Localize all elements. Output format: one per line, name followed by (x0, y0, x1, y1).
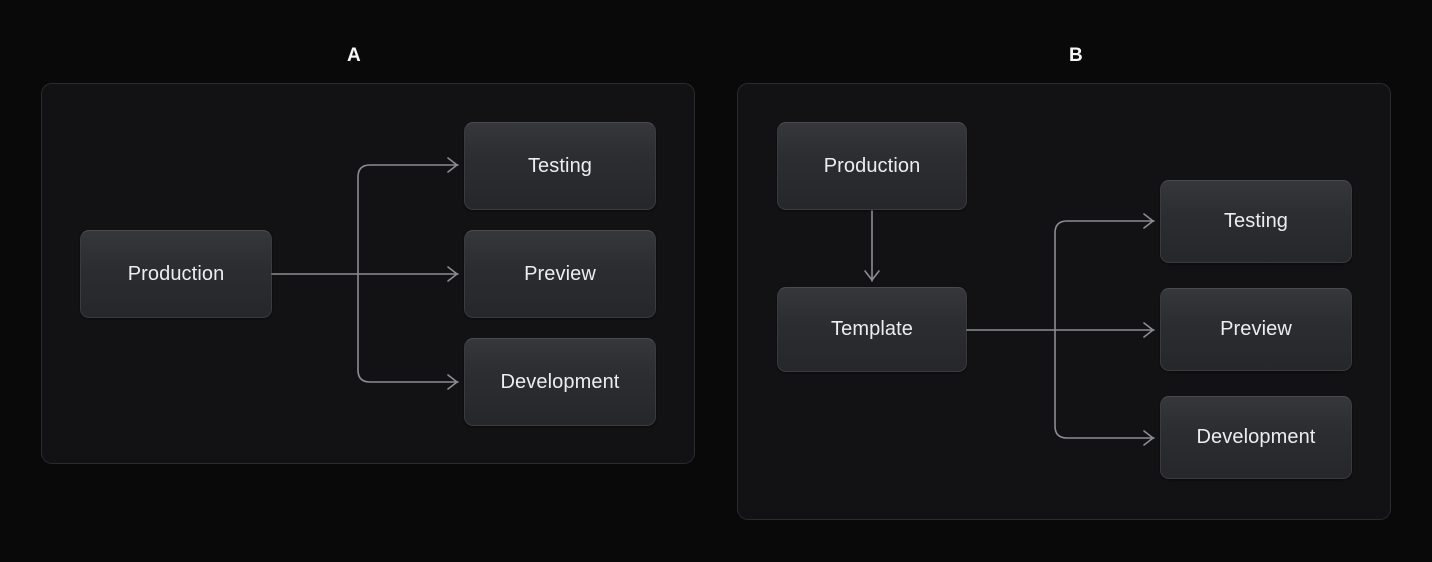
node-a-testing[interactable]: Testing (464, 122, 656, 210)
node-b-template[interactable]: Template (777, 287, 967, 372)
panel-label-a: A (346, 45, 362, 66)
node-a-development[interactable]: Development (464, 338, 656, 426)
node-a-production[interactable]: Production (80, 230, 272, 318)
node-b-development[interactable]: Development (1160, 396, 1352, 479)
node-a-preview[interactable]: Preview (464, 230, 656, 318)
panel-label-b: B (1068, 45, 1084, 66)
node-b-testing[interactable]: Testing (1160, 180, 1352, 263)
node-b-production[interactable]: Production (777, 122, 967, 210)
node-b-preview[interactable]: Preview (1160, 288, 1352, 371)
